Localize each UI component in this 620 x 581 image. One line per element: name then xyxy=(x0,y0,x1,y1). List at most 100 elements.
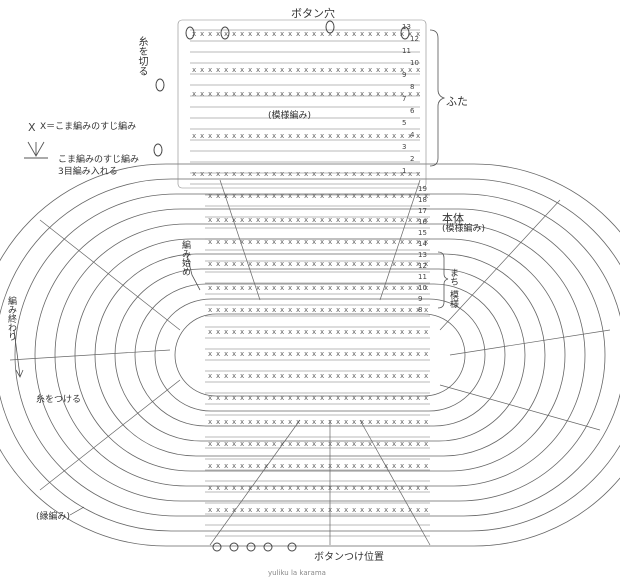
legend-v-text-1: こま編みのすじ編み xyxy=(58,155,140,165)
lid-row-number: 10 xyxy=(410,59,419,67)
button-marker xyxy=(263,542,273,552)
stitch-x-mark: x xyxy=(296,90,300,98)
stitch-x-mark: x xyxy=(264,462,268,470)
stitch-x-mark: x xyxy=(408,192,412,200)
stitch-x-mark: x xyxy=(224,260,228,268)
stitch-x-mark: x xyxy=(336,66,340,74)
stitch-x-mark: x xyxy=(288,30,292,38)
stitch-x-mark: x xyxy=(248,350,252,358)
stitch-x-mark: x xyxy=(376,394,380,402)
stitch-x-mark: x xyxy=(408,418,412,426)
stitch-x-mark: x xyxy=(360,418,364,426)
stitch-x-mark: x xyxy=(368,238,372,246)
stitch-x-mark: x xyxy=(272,132,276,140)
stitch-x-mark: x xyxy=(312,90,316,98)
stitch-x-mark: x xyxy=(256,192,260,200)
stitch-x-mark: x xyxy=(248,306,252,314)
spoke-line xyxy=(39,219,181,331)
stitch-x-mark: x xyxy=(360,192,364,200)
stitch-x-mark: x xyxy=(248,192,252,200)
stitch-x-mark: x xyxy=(208,306,212,314)
stitch-x-mark: x xyxy=(368,216,372,224)
stitch-x-mark: x xyxy=(336,30,340,38)
stitch-x-mark: x xyxy=(264,260,268,268)
stitch-x-mark: x xyxy=(368,350,372,358)
stitch-x-mark: x xyxy=(408,484,412,492)
stitch-x-mark: x xyxy=(224,132,228,140)
stitch-x-mark: x xyxy=(320,372,324,380)
stitch-x-mark: x xyxy=(232,260,236,268)
stitch-x-mark: x xyxy=(264,372,268,380)
stitch-x-mark: x xyxy=(264,506,268,514)
stitch-x-mark: x xyxy=(280,216,284,224)
stitch-x-mark: x xyxy=(328,30,332,38)
stitch-x-mark: x xyxy=(328,90,332,98)
stitch-x-mark: x xyxy=(336,90,340,98)
stitch-x-mark: x xyxy=(392,90,396,98)
stitch-x-mark: x xyxy=(200,170,204,178)
body-row-number: 18 xyxy=(418,196,427,204)
stitch-x-mark: x xyxy=(360,132,364,140)
stitch-x-mark: x xyxy=(392,418,396,426)
stitch-x-mark: x xyxy=(384,372,388,380)
stitch-x-mark: x xyxy=(208,394,212,402)
stitch-x-mark: x xyxy=(248,440,252,448)
edge-stitch-label: (縁編み) xyxy=(36,512,71,522)
stitch-x-mark: x xyxy=(424,238,428,246)
stitch-x-mark: x xyxy=(368,462,372,470)
stitch-x-mark: x xyxy=(352,30,356,38)
spoke-line xyxy=(439,199,561,331)
stitch-x-mark: x xyxy=(400,440,404,448)
stitch-x-mark: x xyxy=(280,372,284,380)
stitch-x-mark: x xyxy=(264,216,268,224)
picot-loop xyxy=(400,26,410,40)
stitch-x-mark: x xyxy=(288,238,292,246)
stitch-x-mark: x xyxy=(408,90,412,98)
stitch-x-mark: x xyxy=(208,90,212,98)
stitch-x-mark: x xyxy=(352,132,356,140)
stitch-x-mark: x xyxy=(400,192,404,200)
stitch-x-mark: x xyxy=(376,238,380,246)
stitch-x-mark: x xyxy=(232,506,236,514)
stitch-x-mark: x xyxy=(376,216,380,224)
stitch-x-mark: x xyxy=(352,192,356,200)
stitch-x-mark: x xyxy=(296,132,300,140)
stitch-x-mark: x xyxy=(408,284,412,292)
stitch-x-mark: x xyxy=(376,66,380,74)
stitch-x-mark: x xyxy=(416,192,420,200)
stitch-x-mark: x xyxy=(296,66,300,74)
stitch-x-mark: x xyxy=(416,216,420,224)
stitch-x-mark: x xyxy=(296,284,300,292)
stitch-x-mark: x xyxy=(376,30,380,38)
stitch-x-mark: x xyxy=(344,440,348,448)
stitch-x-mark: x xyxy=(192,30,196,38)
stitch-x-mark: x xyxy=(248,238,252,246)
stitch-x-mark: x xyxy=(232,350,236,358)
stitch-x-mark: x xyxy=(280,132,284,140)
cut-yarn-label: 糸を切る xyxy=(136,36,147,76)
lid-row-number: 2 xyxy=(410,155,415,163)
stitch-x-mark: x xyxy=(280,394,284,402)
stitch-x-mark: x xyxy=(256,90,260,98)
stitch-x-mark: x xyxy=(320,238,324,246)
stitch-x-mark: x xyxy=(352,372,356,380)
stitch-x-mark: x xyxy=(240,132,244,140)
stitch-x-mark: x xyxy=(368,394,372,402)
body-row-number: 14 xyxy=(418,240,427,248)
finish-arrow xyxy=(13,329,24,378)
stitch-x-mark: x xyxy=(232,30,236,38)
button-marker xyxy=(229,542,239,552)
stitch-x-mark: x xyxy=(352,284,356,292)
stitch-x-mark: x xyxy=(352,170,356,178)
oval-ring xyxy=(14,193,620,517)
stitch-x-mark: x xyxy=(312,238,316,246)
stitch-x-mark: x xyxy=(256,418,260,426)
stitch-x-mark: x xyxy=(312,418,316,426)
stitch-x-mark: x xyxy=(216,394,220,402)
watermark: yuliku la karama xyxy=(268,569,326,577)
stitch-x-mark: x xyxy=(416,418,420,426)
stitch-x-mark: x xyxy=(344,306,348,314)
stitch-x-mark: x xyxy=(288,350,292,358)
stitch-x-mark: x xyxy=(264,484,268,492)
stitch-x-mark: x xyxy=(288,66,292,74)
